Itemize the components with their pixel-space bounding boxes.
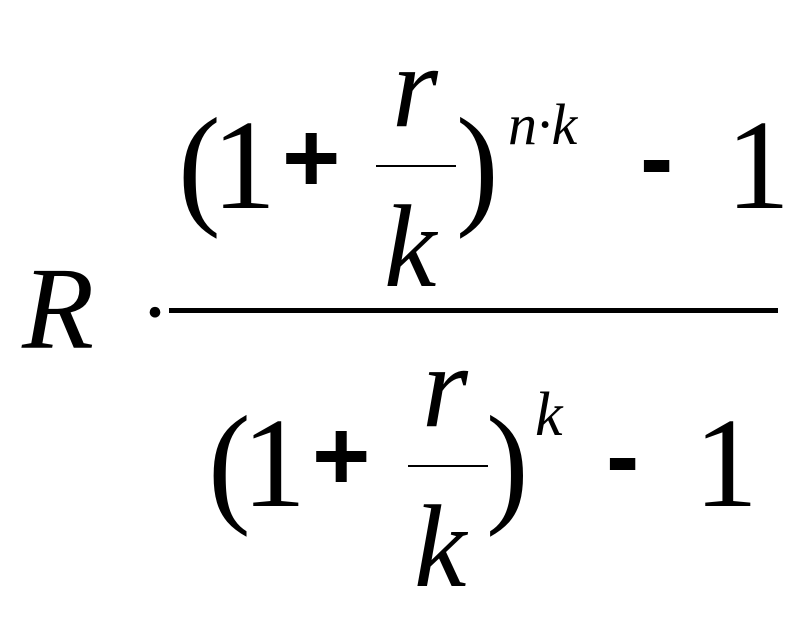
denominator-close-paren: ) xyxy=(486,388,529,538)
numerator-inner-fraction-bar xyxy=(376,165,456,167)
numerator-plus: + xyxy=(282,102,341,214)
denominator-one-end: 1 xyxy=(694,392,758,534)
numerator-one-end: 1 xyxy=(726,94,790,236)
denominator-rate-r: r xyxy=(422,321,468,452)
denominator-exponent: k xyxy=(535,381,563,449)
numerator-close-paren: ) xyxy=(456,90,499,240)
numerator-minus: - xyxy=(640,102,674,214)
variable-R: R xyxy=(22,243,95,374)
numerator-open-paren: ( xyxy=(178,90,221,240)
denominator-periods-k: k xyxy=(414,481,467,612)
denominator-plus: + xyxy=(312,400,371,512)
numerator-rate-r: r xyxy=(392,21,438,152)
numerator-periods-k: k xyxy=(384,181,437,312)
numerator-one: 1 xyxy=(212,94,276,236)
denominator-inner-fraction-bar xyxy=(408,465,488,467)
denominator-minus: - xyxy=(606,400,640,512)
denominator-open-paren: ( xyxy=(208,388,251,538)
main-fraction-bar xyxy=(169,308,778,313)
numerator-exponent: n·k xyxy=(508,92,578,157)
denominator-one: 1 xyxy=(242,392,306,534)
multiplication-dot: · xyxy=(140,263,170,362)
